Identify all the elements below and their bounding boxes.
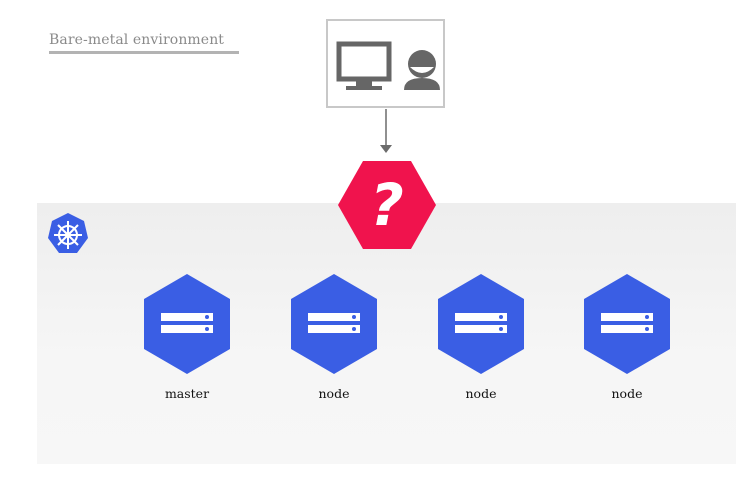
kubernetes-icon xyxy=(48,213,88,253)
node-hexagon-1 xyxy=(291,274,377,374)
server-icon xyxy=(455,313,507,333)
node-hexagon-master xyxy=(144,274,230,374)
node-label-2: node xyxy=(465,386,497,401)
unknown-component-hexagon: ? xyxy=(338,161,436,249)
node-label-1: node xyxy=(318,386,350,401)
node-hexagon-2 xyxy=(438,274,524,374)
environment-title-underline xyxy=(49,51,239,54)
unknown-hexagon-shape xyxy=(338,161,436,249)
server-icon xyxy=(601,313,653,333)
environment-title: Bare-metal environment xyxy=(49,32,225,48)
monitor-icon xyxy=(336,41,392,90)
user-icon xyxy=(404,50,440,90)
server-icon xyxy=(161,313,213,333)
server-icon xyxy=(308,313,360,333)
question-mark-icon: ? xyxy=(370,171,404,239)
client-box xyxy=(326,19,445,108)
connection-arrow xyxy=(380,109,392,153)
node-label-master: master xyxy=(164,386,210,401)
node-hexagon-3 xyxy=(584,274,670,374)
node-label-3: node xyxy=(611,386,643,401)
